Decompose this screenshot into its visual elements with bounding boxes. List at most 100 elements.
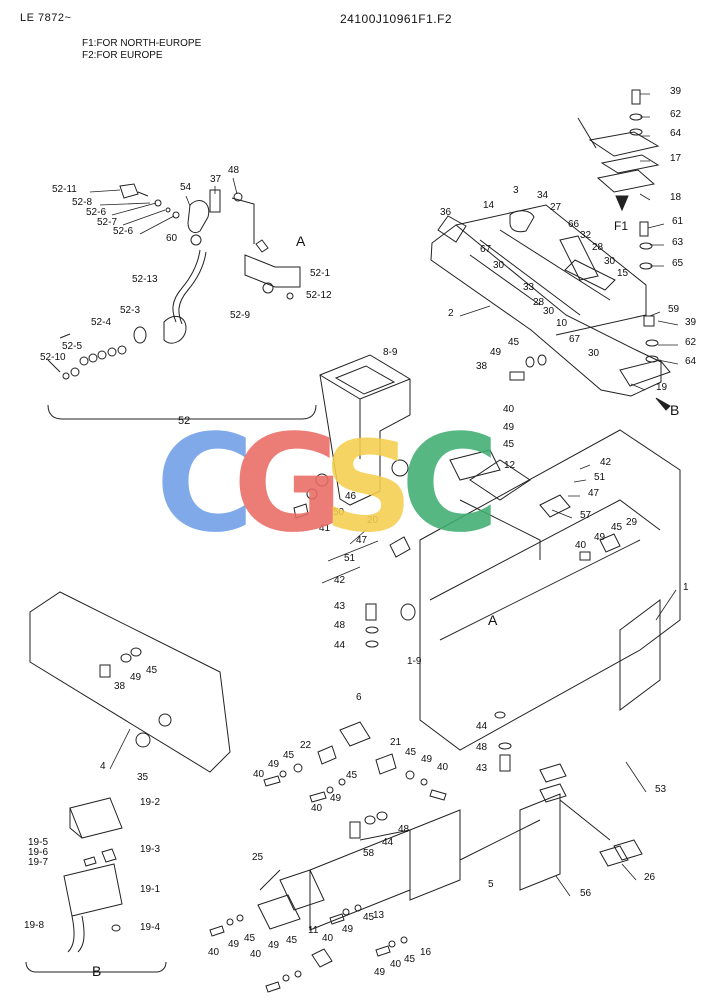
part-callout-52-11: 52-11: [52, 184, 77, 195]
part-callout-44: 44: [334, 640, 346, 651]
part-callout-19-2: 19-2: [140, 797, 160, 808]
part-callout-19-1: 19-1: [140, 884, 160, 895]
part-callout-45: 45: [244, 933, 256, 944]
part-callout-4: 4: [100, 761, 106, 772]
part-callout-40: 40: [437, 762, 449, 773]
part-callout-52-5: 52-5: [62, 341, 82, 352]
part-callout-29: 29: [626, 517, 638, 528]
part-callout-5: 5: [488, 879, 494, 890]
part-callout-25: 25: [252, 852, 264, 863]
part-callout-53: 53: [655, 784, 667, 795]
part-callout-19-4: 19-4: [140, 922, 160, 933]
part-callout-45: 45: [363, 912, 375, 923]
part-callout-45: 45: [404, 954, 416, 965]
part-callout-45: 45: [503, 439, 515, 450]
part-callout-52-8: 52-8: [72, 197, 92, 208]
part-callout-44: 44: [476, 721, 488, 732]
part-callout-1: 1: [683, 582, 689, 593]
part-callout-40: 40: [390, 959, 402, 970]
part-callout-51: 51: [594, 472, 606, 483]
part-callout-49: 49: [594, 532, 606, 543]
part-callout-45: 45: [283, 750, 295, 761]
part-callout-33: 33: [523, 282, 535, 293]
part-callout-10: 10: [556, 318, 568, 329]
part-callout-43: 43: [476, 763, 488, 774]
group-52-label: 52: [178, 415, 190, 427]
part-callout-27: 27: [550, 202, 562, 213]
part-callout-40: 40: [575, 540, 587, 551]
part-callout-65: 65: [672, 258, 684, 269]
part-callout-48: 48: [398, 824, 410, 835]
f1-label: F1: [614, 219, 628, 233]
part-callout-60: 60: [166, 233, 178, 244]
part-callout-36: 36: [440, 207, 452, 218]
part-callout-48: 48: [228, 165, 240, 176]
part-callout-48: 48: [476, 742, 488, 753]
lever-assembly: [47, 183, 317, 420]
part-callout-49: 49: [490, 347, 502, 358]
part-callout-46: 46: [345, 491, 357, 502]
leader-lines: [89, 93, 679, 897]
part-callout-42: 42: [600, 457, 612, 468]
part-callout-17: 17: [670, 153, 682, 164]
part-callout-62: 62: [670, 109, 682, 120]
watermark-letter: S: [323, 415, 413, 560]
view-b-arrow-icon: [655, 397, 671, 411]
part-callout-66: 66: [568, 219, 580, 230]
part-callout-35: 35: [137, 772, 149, 783]
display-panel: [293, 354, 411, 519]
note-f1: F1:FOR NORTH-EUROPE: [82, 38, 202, 49]
part-callout-49: 49: [342, 924, 354, 935]
part-callout-52-10: 52-10: [40, 352, 66, 363]
part-callout-30: 30: [493, 260, 505, 271]
part-callout-21: 21: [390, 737, 402, 748]
part-callout-19-7: 19-7: [28, 857, 48, 868]
part-callout-49: 49: [374, 967, 386, 978]
watermark-letter: C: [156, 405, 255, 562]
main-console: [365, 429, 681, 772]
part-callout-45: 45: [346, 770, 358, 781]
view-a-lower-label: A: [488, 612, 498, 628]
part-callout-30: 30: [604, 256, 616, 267]
part-callout-49: 49: [421, 754, 433, 765]
part-callout-56: 56: [580, 888, 592, 899]
part-callout-61: 61: [672, 216, 684, 227]
part-callout-52-7: 52-7: [97, 217, 117, 228]
note-f2: F2:FOR EUROPE: [82, 50, 163, 61]
group-b-label: B: [92, 963, 101, 979]
part-callout-52-3: 52-3: [120, 305, 140, 316]
part-callout-67: 67: [569, 334, 581, 345]
part-callout-19-8: 19-8: [24, 920, 44, 931]
part-callout-49: 49: [228, 939, 240, 950]
part-callout-6: 6: [356, 692, 362, 703]
part-callout-28: 28: [592, 242, 604, 253]
part-callout-45: 45: [286, 935, 298, 946]
part-callout-49: 49: [503, 422, 515, 433]
part-callout-49: 49: [268, 759, 280, 770]
part-callout-64: 64: [670, 128, 682, 139]
part-callout-32: 32: [580, 230, 592, 241]
part-callout-50: 50: [333, 507, 345, 518]
side-panel: [29, 591, 231, 773]
part-callout-26: 26: [644, 872, 656, 883]
part-callout-67: 67: [480, 244, 492, 255]
part-callout-44: 44: [382, 837, 394, 848]
part-callout-37: 37: [210, 174, 222, 185]
part-callout-19: 19: [656, 382, 668, 393]
part-callout-19-5: 19-5: [28, 837, 48, 848]
upper-console: [430, 204, 671, 397]
part-callout-54: 54: [180, 182, 192, 193]
part-callout-30: 30: [543, 306, 555, 317]
part-callout-57: 57: [580, 510, 592, 521]
part-callout-15: 15: [617, 268, 629, 279]
lower-brackets: [263, 721, 447, 803]
relay-frame: [209, 763, 643, 993]
part-callout-19-6: 19-6: [28, 847, 48, 858]
part-callout-13: 13: [373, 910, 385, 921]
part-callout-47: 47: [356, 535, 368, 546]
part-callout-45: 45: [611, 522, 623, 533]
part-callout-12: 12: [504, 460, 516, 471]
part-callout-22: 22: [300, 740, 312, 751]
